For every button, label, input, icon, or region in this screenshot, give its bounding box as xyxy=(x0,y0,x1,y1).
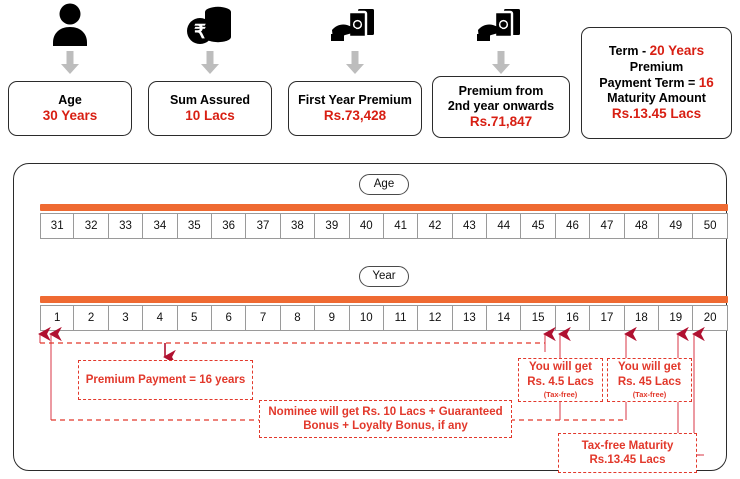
year-cell: 11 xyxy=(383,305,419,331)
age-cell: 50 xyxy=(693,213,728,239)
card-age-value: 30 Years xyxy=(42,107,98,123)
maturity-amount-label: Maturity Amount xyxy=(607,91,706,106)
year-cell: 13 xyxy=(452,305,488,331)
year-cell: 9 xyxy=(315,305,350,331)
callout-payout-year16-line1: You will get xyxy=(528,361,593,374)
card-age-label: Age xyxy=(58,92,82,107)
age-cell: 33 xyxy=(108,213,144,239)
premium-label: Premium xyxy=(629,59,684,74)
card-renewal-premium-label-2: 2nd year onwards xyxy=(447,98,555,113)
hand-cash-icon xyxy=(432,2,570,48)
year-cell: 7 xyxy=(246,305,281,331)
year-cell: 10 xyxy=(349,305,384,331)
card-term-summary: Term - 20 Years Premium Payment Term = 1… xyxy=(581,27,732,139)
age-cell: 43 xyxy=(452,213,488,239)
svg-text:₹: ₹ xyxy=(194,22,206,43)
ppt-row: Payment Term = 16 xyxy=(599,75,714,91)
callout-payout-year18-line2: Rs. 45 Lacs xyxy=(617,375,682,388)
term-row: Term - 20 Years xyxy=(609,43,704,59)
age-cell: 42 xyxy=(418,213,453,239)
rupee-coins-icon: ₹ xyxy=(148,2,272,48)
callout-nominee-line2: Bonus + Loyalty Bonus, if any xyxy=(303,420,468,432)
card-first-year-premium-value: Rs.73,428 xyxy=(323,107,387,123)
callout-maturity-line2: Rs.13.45 Lacs xyxy=(589,454,666,466)
year-cell: 15 xyxy=(521,305,556,331)
age-cell: 44 xyxy=(487,213,522,239)
age-cell: 37 xyxy=(246,213,281,239)
term-value: 20 Years xyxy=(649,43,705,59)
term-label: Term - xyxy=(608,44,650,59)
card-renewal-premium-label-1: Premium from xyxy=(458,83,544,98)
age-cell: 38 xyxy=(280,213,316,239)
age-cell: 47 xyxy=(590,213,625,239)
person-icon xyxy=(8,2,132,48)
age-cell: 46 xyxy=(555,213,591,239)
year-orange-bar xyxy=(40,296,728,303)
card-renewal-premium-value: Rs.71,847 xyxy=(469,114,533,130)
card-sum-assured-value: 10 Lacs xyxy=(185,107,235,123)
callout-premium-payment: Premium Payment = 16 years xyxy=(78,360,253,400)
age-cell: 31 xyxy=(40,213,75,239)
age-cell: 36 xyxy=(211,213,247,239)
grey-down-arrow xyxy=(288,50,422,76)
grey-down-arrow xyxy=(148,50,272,76)
callout-premium-payment-text: Premium Payment = 16 years xyxy=(85,373,246,386)
ppt-label: Payment Term = xyxy=(599,75,699,90)
age-cell: 39 xyxy=(315,213,350,239)
maturity-amount-value: Rs.13.45 Lacs xyxy=(611,106,702,122)
callout-payout-year16-note: (Tax-free) xyxy=(543,390,578,400)
age-cell: 34 xyxy=(143,213,178,239)
hand-cash-icon xyxy=(288,2,422,48)
year-cell: 20 xyxy=(693,305,728,331)
card-sum-assured: Sum Assured 10 Lacs xyxy=(148,81,272,136)
summary-cards-section: Age 30 Years xyxy=(0,0,740,152)
year-pill-label: Year xyxy=(359,266,409,287)
age-cell: 32 xyxy=(74,213,109,239)
age-cell: 40 xyxy=(349,213,384,239)
callout-payout-year18: You will get Rs. 45 Lacs (Tax-free) xyxy=(607,358,692,402)
year-cell: 14 xyxy=(487,305,522,331)
card-first-year-premium-label: First Year Premium xyxy=(298,92,412,107)
card-age: Age 30 Years xyxy=(8,81,132,136)
year-cell: 3 xyxy=(108,305,144,331)
year-cell: 1 xyxy=(40,305,75,331)
card-renewal-premium: Premium from 2nd year onwards Rs.71,847 xyxy=(432,76,570,138)
year-cell: 2 xyxy=(74,305,109,331)
grey-down-arrow xyxy=(8,50,132,76)
callout-nominee-line1: Nominee will get Rs. 10 Lacs + Guarantee… xyxy=(268,405,503,418)
age-cell: 49 xyxy=(659,213,694,239)
age-cell: 35 xyxy=(177,213,212,239)
callout-maturity: Tax-free Maturity Rs.13.45 Lacs xyxy=(558,433,697,473)
year-cell: 18 xyxy=(624,305,660,331)
year-cell: 5 xyxy=(177,305,212,331)
year-cell: 6 xyxy=(211,305,247,331)
callout-nominee: Nominee will get Rs. 10 Lacs + Guarantee… xyxy=(259,400,512,438)
age-pill-label: Age xyxy=(359,174,409,195)
age-cell: 48 xyxy=(624,213,660,239)
year-cell: 16 xyxy=(555,305,591,331)
ppt-value: 16 xyxy=(698,74,714,90)
year-cell: 8 xyxy=(280,305,316,331)
age-cell: 41 xyxy=(383,213,419,239)
year-cell: 4 xyxy=(143,305,178,331)
age-orange-bar xyxy=(40,204,728,211)
year-cell: 12 xyxy=(418,305,453,331)
callout-payout-year16-line2: Rs. 4.5 Lacs xyxy=(527,375,594,388)
callout-payout-year16: You will get Rs. 4.5 Lacs (Tax-free) xyxy=(518,358,603,402)
card-sum-assured-label: Sum Assured xyxy=(169,92,251,107)
card-first-year-premium: First Year Premium Rs.73,428 xyxy=(288,81,422,136)
year-cell: 17 xyxy=(590,305,625,331)
callout-payout-year18-line1: You will get xyxy=(617,361,682,374)
callout-payout-year18-note: (Tax-free) xyxy=(632,390,667,400)
age-cell: 45 xyxy=(521,213,556,239)
grey-down-arrow xyxy=(432,50,570,76)
callout-maturity-line1: Tax-free Maturity xyxy=(581,439,674,452)
year-cell: 19 xyxy=(659,305,694,331)
